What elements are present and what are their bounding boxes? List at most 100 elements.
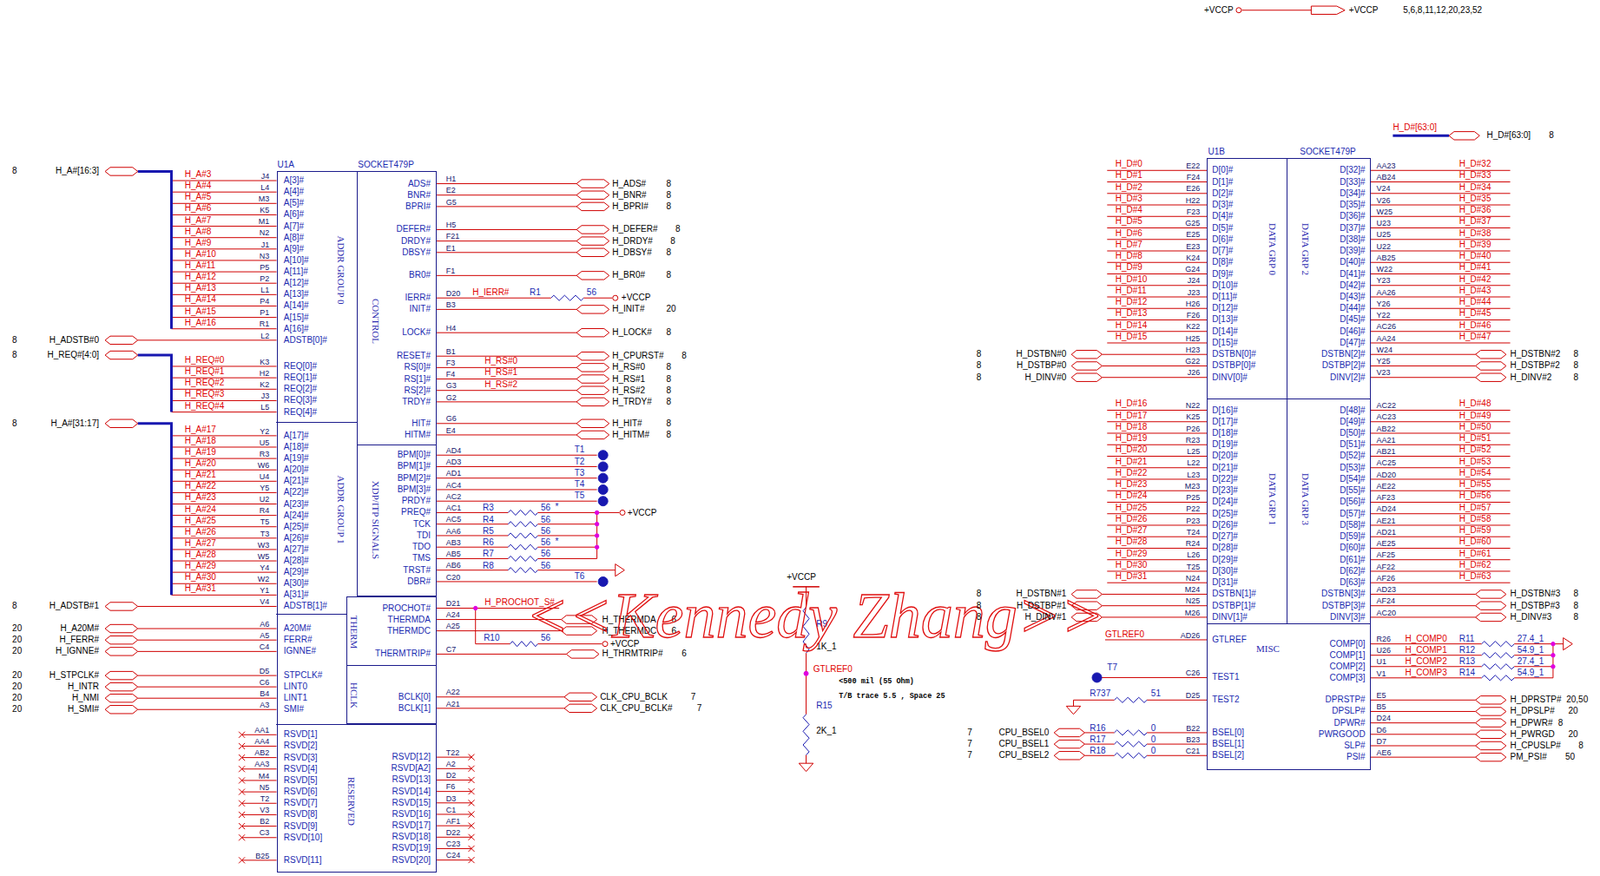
part-ref: 56 — [540, 514, 551, 526]
signal-label: H_STPCLK# — [49, 670, 99, 681]
ground-symbol — [1563, 638, 1574, 651]
note-text: T/B trace 5.5 , Space 25 — [838, 691, 945, 702]
pin-name: RSVD[9] — [283, 821, 318, 832]
net-name: H_A#10 — [184, 249, 217, 260]
wire — [242, 803, 277, 804]
resistor-symbol — [1114, 741, 1148, 747]
net-name: H_REQ#2 — [184, 377, 225, 389]
offpage-connector — [1448, 131, 1480, 140]
pin-name: A[11]# — [283, 266, 309, 277]
pin-name: D[0]# — [1211, 164, 1233, 176]
pin-name: D[48]# — [1339, 405, 1365, 416]
no-connect-mark — [238, 823, 245, 830]
pin-number: E25 — [1185, 229, 1200, 240]
part-ref: R17 — [1089, 734, 1106, 745]
net-name: H_D#2 — [1115, 182, 1143, 193]
pin-number: Y4 — [259, 562, 270, 573]
pin-number: K22 — [1185, 321, 1200, 332]
pin-number: M1 — [258, 216, 270, 227]
pin-number: AA21 — [1376, 434, 1396, 446]
power-connector — [612, 295, 619, 301]
pin-number: AF23 — [1376, 492, 1396, 503]
wire — [805, 755, 807, 764]
part-ref: R15 — [816, 700, 832, 712]
signal-label: CPU_BSEL1 — [998, 738, 1049, 750]
pin-number: D22 — [446, 827, 461, 838]
pin-name: D[28]# — [1211, 542, 1238, 554]
part-ref: R8 — [482, 560, 494, 572]
signal-label: H_BNR# — [612, 190, 646, 201]
group-label: XDP/ITP SIGNALS — [370, 480, 382, 560]
net-name: H_D#27 — [1115, 525, 1148, 536]
wire — [805, 652, 807, 715]
pin-name: D[31]# — [1211, 577, 1238, 588]
pin-number: AE6 — [1376, 747, 1392, 758]
signal-label: H_INTR — [67, 681, 99, 692]
part-ref: * — [554, 536, 559, 547]
pin-name: RSVD[5] — [283, 775, 318, 786]
offpage-connector — [576, 305, 610, 314]
signal-label: H_DBSY# — [612, 247, 652, 258]
pin-number: AA4 — [254, 736, 270, 747]
wire — [597, 512, 620, 514]
wire — [242, 836, 277, 838]
pin-name: A[24]# — [283, 510, 310, 521]
net-name: H_RS#0 — [484, 355, 518, 367]
bus-line — [138, 423, 172, 596]
part-ref: R18 — [1089, 745, 1106, 757]
wire — [436, 309, 577, 310]
signal-label: 8 — [666, 190, 672, 201]
group-label: ADDR GROUP 1 — [335, 475, 347, 545]
signal-label: 7 — [697, 703, 703, 714]
pin-name: PSI# — [1346, 751, 1366, 763]
pin-number: AB22 — [1376, 423, 1396, 435]
pin-number: W6 — [257, 460, 270, 471]
offpage-connector — [576, 271, 610, 280]
pin-number: E5 — [1376, 690, 1387, 701]
pin-number: H4 — [446, 322, 457, 334]
net-name: H_D#28 — [1115, 536, 1148, 547]
net-name: H_D#35 — [1459, 193, 1492, 205]
net-name: H_D#58 — [1459, 513, 1492, 525]
pin-name: RSVD[7] — [283, 797, 318, 809]
net-name: H_COMP2 — [1405, 656, 1448, 667]
pin-name: D[60]# — [1339, 542, 1365, 554]
junction-dot — [474, 605, 478, 610]
offpage-connector — [105, 671, 139, 679]
wire — [1241, 9, 1311, 11]
pin-name: DINV[3]# — [1330, 612, 1366, 623]
junction-dot — [598, 496, 608, 507]
offpage-connector — [105, 705, 139, 714]
pin-name: DPSLP# — [1331, 705, 1365, 717]
no-connect-mark — [238, 856, 245, 863]
pin-number: P5 — [259, 262, 270, 273]
no-connect-mark — [238, 754, 245, 761]
net-name: H_D#59 — [1459, 525, 1492, 536]
pin-number: N25 — [1185, 595, 1201, 606]
no-connect-mark — [238, 743, 245, 750]
pin-number: AC26 — [1376, 321, 1397, 332]
net-name: H_D#13 — [1115, 308, 1148, 319]
pin-name: RSVD[19] — [392, 842, 431, 854]
net-name: H_D#22 — [1115, 467, 1148, 479]
pin-number: H5 — [446, 219, 457, 231]
pin-name: D[10]# — [1211, 280, 1238, 291]
offpage-connector — [1053, 728, 1085, 737]
pin-name: DSTBN[3]# — [1321, 588, 1366, 600]
pin-name: TEST2 — [1211, 694, 1239, 705]
part-ref: 56 — [540, 548, 551, 560]
signal-label: H_REQ#[4:0] — [47, 349, 99, 361]
pin-number: AD20 — [1376, 469, 1397, 481]
pin-name: BSEL[0] — [1211, 727, 1245, 738]
pin-number: F4 — [446, 368, 456, 380]
pin-number: E22 — [1185, 160, 1200, 172]
pin-number: J24 — [1187, 275, 1201, 286]
pin-number: T5 — [260, 516, 270, 527]
pin-number: Y1 — [259, 585, 270, 596]
signal-label: 8 — [12, 418, 18, 429]
pin-name: D[54]# — [1339, 474, 1365, 485]
pin-name: D[57]# — [1339, 508, 1365, 520]
pin-name: RSVD[6] — [283, 786, 318, 797]
signal-label: H_HITM# — [612, 429, 650, 441]
net-name: H_RS#2 — [484, 379, 518, 390]
